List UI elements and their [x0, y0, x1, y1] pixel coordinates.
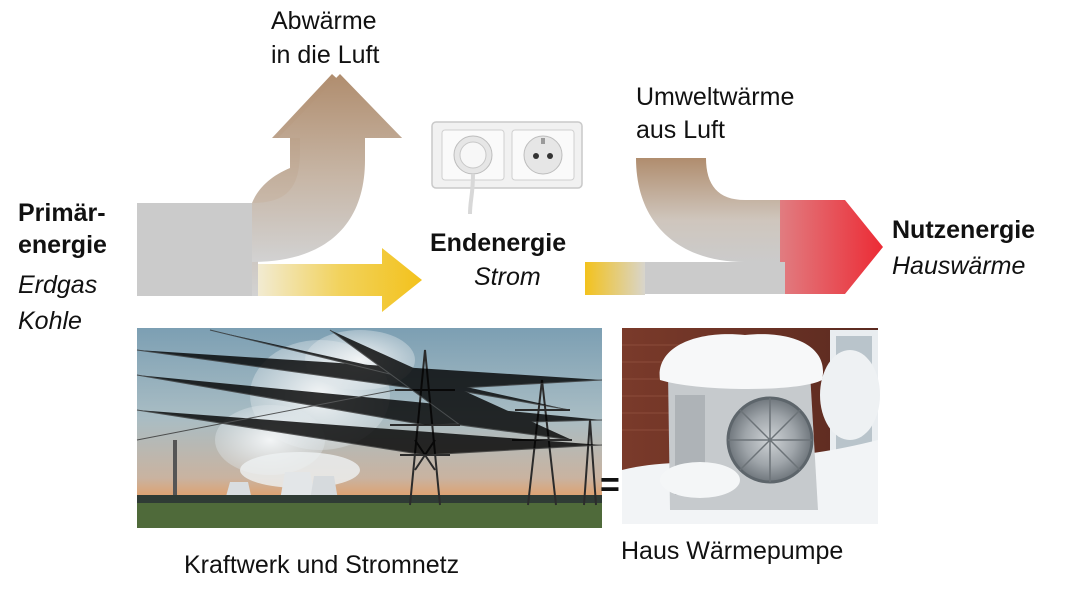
- waste-heat-arrow-body: [252, 74, 402, 262]
- electricity-input-block: [585, 262, 645, 295]
- electricity-arrow: [258, 248, 422, 312]
- final-energy-title: Endenergie: [430, 229, 567, 257]
- useful-energy-subtitle: Hauswärme: [892, 252, 1026, 280]
- useful-energy-title: Nutzenergie: [892, 216, 1036, 244]
- primary-energy-title-1: Primär-: [18, 199, 106, 227]
- final-energy-subtitle: Strom: [474, 263, 541, 291]
- waste-heat-label-2: in die Luft: [271, 41, 380, 69]
- ambient-heat-arrow: [636, 158, 790, 262]
- waste-heat-label-1: Abwärme: [271, 7, 377, 35]
- power-outlet-icon: [431, 121, 583, 215]
- primary-source-gas: Erdgas: [18, 271, 98, 299]
- ambient-heat-label-1: Umweltwärme: [636, 83, 795, 111]
- useful-energy-arrow-body: [645, 262, 785, 294]
- primary-flow-block: [137, 203, 252, 296]
- flow-arrows: [137, 74, 883, 312]
- heat-pump-photo: [622, 328, 880, 524]
- caption-heat-pump: Haus Wärmepumpe: [621, 537, 844, 565]
- primary-energy-title-2: energie: [18, 231, 107, 259]
- power-plant-photo: [136, 328, 603, 528]
- caption-power-plant: Kraftwerk und Stromnetz: [184, 551, 460, 579]
- primary-source-coal: Kohle: [18, 307, 82, 335]
- equals-sign: =: [600, 466, 620, 504]
- ambient-heat-label-2: aus Luft: [636, 116, 725, 144]
